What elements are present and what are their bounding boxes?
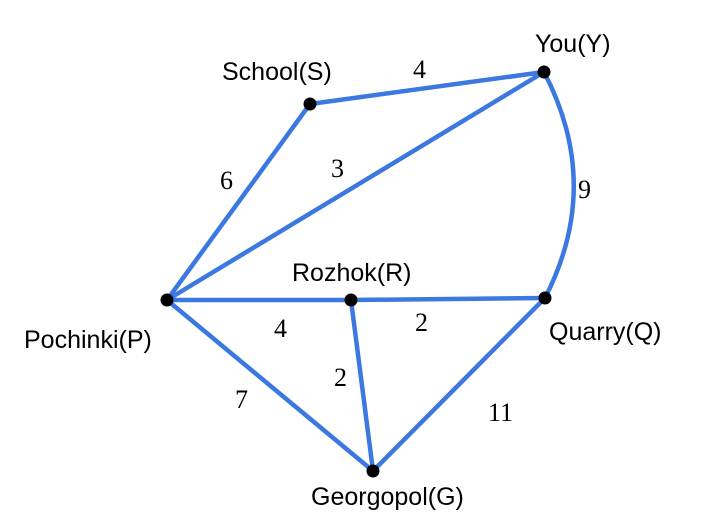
edge-you-quarry <box>541 69 576 301</box>
node-label-pochinki: Pochinki(P) <box>24 326 152 354</box>
node-quarry <box>538 291 552 305</box>
node-label-georgopol: Georgopol(G) <box>311 483 464 511</box>
edge-pochinki-school <box>164 101 313 303</box>
node-pochinki <box>160 293 174 307</box>
node-label-quarry: Quarry(Q) <box>549 318 662 346</box>
edge-pochinki-georgopol <box>164 297 376 474</box>
weight-label-pochinki-rozhok: 4 <box>274 314 287 343</box>
node-you <box>537 65 551 79</box>
node-georgopol <box>366 464 380 478</box>
edge-school-you <box>307 69 547 107</box>
edges-layer <box>164 69 576 474</box>
node-label-you: You(Y) <box>535 30 611 58</box>
weights-layer: 4 6 3 9 4 2 2 7 11 <box>220 55 591 427</box>
weight-label-school-you: 4 <box>413 55 426 84</box>
weight-label-pochinki-school: 6 <box>220 166 233 195</box>
weight-label-pochinki-georgopol: 7 <box>235 385 248 414</box>
node-label-school: School(S) <box>222 58 332 86</box>
node-rozhok <box>344 293 358 307</box>
node-label-rozhok: Rozhok(R) <box>292 259 411 287</box>
weight-label-pochinki-you: 3 <box>331 154 344 183</box>
node-school <box>303 97 317 111</box>
edge-rozhok-georgopol <box>348 297 376 474</box>
labels-layer: You(Y) School(S) Pochinki(P) Rozhok(R) Q… <box>24 30 662 511</box>
weight-label-quarry-georgopol: 11 <box>488 398 513 427</box>
edge-quarry-georgopol <box>370 295 548 474</box>
weight-label-you-quarry: 9 <box>578 175 591 204</box>
weight-label-rozhok-quarry: 2 <box>415 308 428 337</box>
edge-rozhok-quarry <box>348 295 548 303</box>
weight-label-rozhok-georgopol: 2 <box>334 363 347 392</box>
edge-pochinki-you <box>164 69 547 303</box>
nodes-layer <box>160 65 552 478</box>
